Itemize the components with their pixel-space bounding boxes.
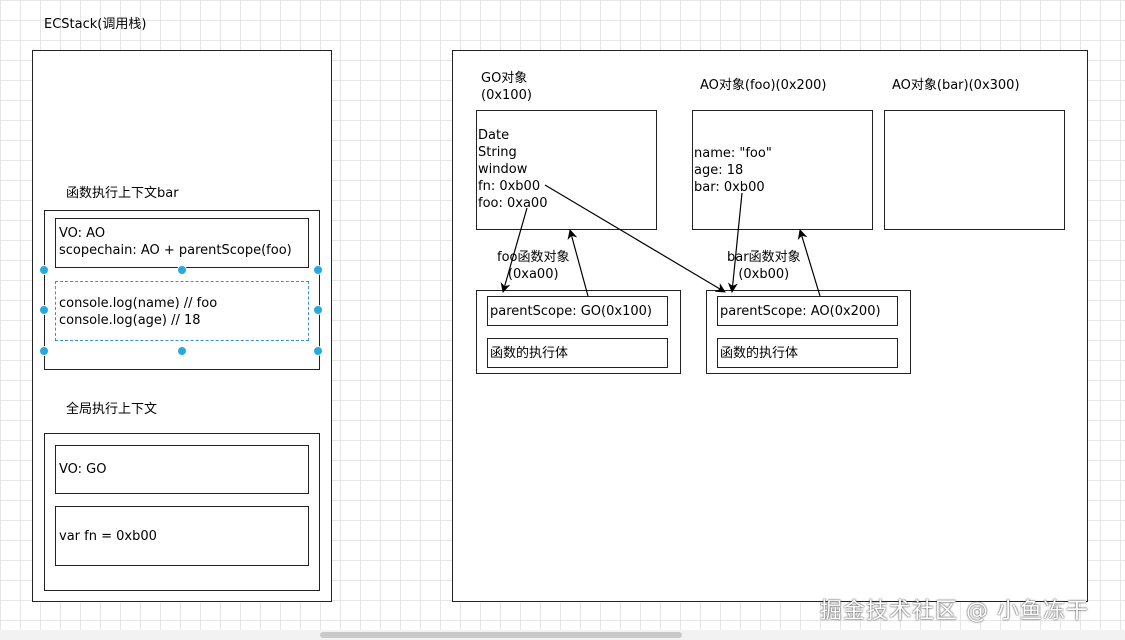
bar-context-vo-text: VO: AO scopechain: AO + parentScope(foo)	[59, 226, 292, 258]
selection-handle[interactable]	[39, 346, 49, 356]
selection-handle[interactable]	[39, 265, 49, 275]
global-context-vo-text: VO: GO	[59, 462, 107, 477]
watermark: 掘金技术社区 @ 小鱼冻干	[820, 599, 1089, 624]
global-context-vo-box[interactable]: VO: GO	[55, 445, 309, 494]
ao-bar-title: AO对象(bar)(0x300)	[892, 78, 1020, 93]
scrollbar-thumb[interactable]	[320, 632, 682, 638]
global-context-code-text: var fn = 0xb00	[59, 529, 157, 544]
arrow-ao-bar-to-bar-function	[727, 192, 743, 293]
selection-handle[interactable]	[39, 305, 49, 315]
ecstack-title: ECStack(调用栈)	[44, 17, 147, 32]
foo-body-text: 函数的执行体	[490, 346, 569, 361]
global-context-title: 全局执行上下文	[66, 402, 158, 417]
foo-body-box[interactable]: 函数的执行体	[487, 338, 668, 368]
arrow-foo-scope-to-go	[567, 229, 589, 297]
ao-bar-box[interactable]	[884, 110, 1065, 230]
ao-foo-title: AO对象(foo)(0x200)	[700, 78, 827, 93]
go-object-box[interactable]: Date String window fn: 0xb00 foo: 0xa00	[476, 110, 657, 230]
selection-handle[interactable]	[177, 265, 187, 275]
selection-handle[interactable]	[177, 346, 187, 356]
foo-function-title: foo函数对象 (0xa00)	[497, 250, 570, 282]
bar-context-code-box[interactable]: console.log(name) // foo console.log(age…	[55, 281, 309, 341]
arrow-go-fn-to-bar-function	[544, 184, 726, 293]
selection-handle[interactable]	[313, 346, 323, 356]
go-object-content: Date String window fn: 0xb00 foo: 0xa00	[478, 128, 548, 211]
arrow-go-foo-to-foo-function	[500, 207, 528, 293]
bar-body-text: 函数的执行体	[720, 346, 799, 361]
bar-parent-scope-box[interactable]: parentScope: AO(0x200)	[717, 296, 898, 326]
ao-foo-box[interactable]: name: "foo" age: 18 bar: 0xb00	[692, 110, 873, 230]
bar-context-title: 函数执行上下文bar	[66, 186, 179, 201]
bar-function-title: bar函数对象 (0xb00)	[727, 250, 801, 282]
foo-parent-scope-box[interactable]: parentScope: GO(0x100)	[487, 296, 668, 326]
bar-context-vo-box[interactable]: VO: AO scopechain: AO + parentScope(foo)	[55, 218, 309, 268]
bar-context-code-text: console.log(name) // foo console.log(age…	[59, 296, 218, 328]
bar-parent-scope-text: parentScope: AO(0x200)	[720, 304, 881, 319]
bar-body-box[interactable]: 函数的执行体	[717, 338, 898, 368]
go-object-title: GO对象 (0x100)	[481, 71, 532, 103]
ao-foo-content: name: "foo" age: 18 bar: 0xb00	[694, 146, 772, 195]
selection-handle[interactable]	[313, 305, 323, 315]
foo-parent-scope-text: parentScope: GO(0x100)	[490, 304, 652, 319]
global-context-code-box[interactable]: var fn = 0xb00	[55, 506, 309, 566]
selection-handle[interactable]	[313, 265, 323, 275]
arrow-bar-scope-to-ao-foo	[797, 229, 821, 297]
